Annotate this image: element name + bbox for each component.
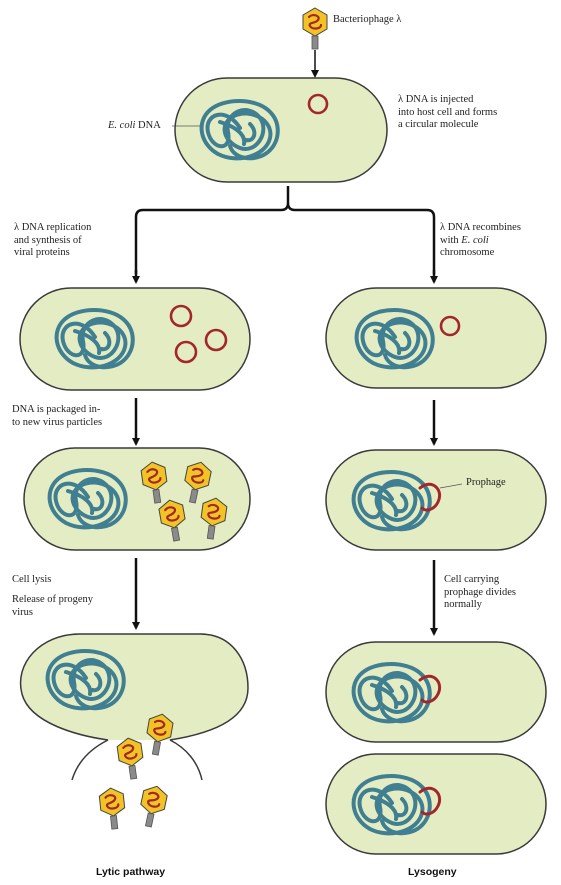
lytic-cell-replication	[20, 288, 250, 390]
divides-label: Cell carrying prophage divides normally	[444, 574, 559, 612]
recombination-line1: λ DNA recombines	[440, 222, 521, 233]
lysogeny-title: Lysogeny	[408, 866, 457, 878]
recombination-ecoli: E. coli	[461, 235, 488, 246]
ecoli-italic: E. coli	[108, 120, 135, 131]
lysogeny-cell-integration	[326, 288, 546, 388]
release-label: Release of progeny virus	[12, 594, 132, 619]
prophage-label: Prophage	[466, 477, 506, 490]
packaged-label: DNA is packaged in- to new virus particl…	[12, 404, 137, 429]
replication-label: λ DNA replication and synthesis of viral…	[14, 222, 134, 260]
branch-connector	[136, 186, 434, 274]
lytic-pathway-title: Lytic pathway	[96, 866, 165, 878]
ecoli-dna-suffix: DNA	[135, 120, 160, 131]
ecoli-dna-label: E. coli DNA	[108, 120, 161, 133]
phage-title: Bacteriophage λ	[333, 14, 401, 27]
cell-lysis-label: Cell lysis	[12, 574, 51, 587]
recombination-with: with	[440, 235, 461, 246]
bacteriophage-icon	[303, 8, 327, 49]
recombination-line3: chromosome	[440, 247, 494, 258]
injected-label: λ DNA is injected into host cell and for…	[398, 94, 558, 132]
